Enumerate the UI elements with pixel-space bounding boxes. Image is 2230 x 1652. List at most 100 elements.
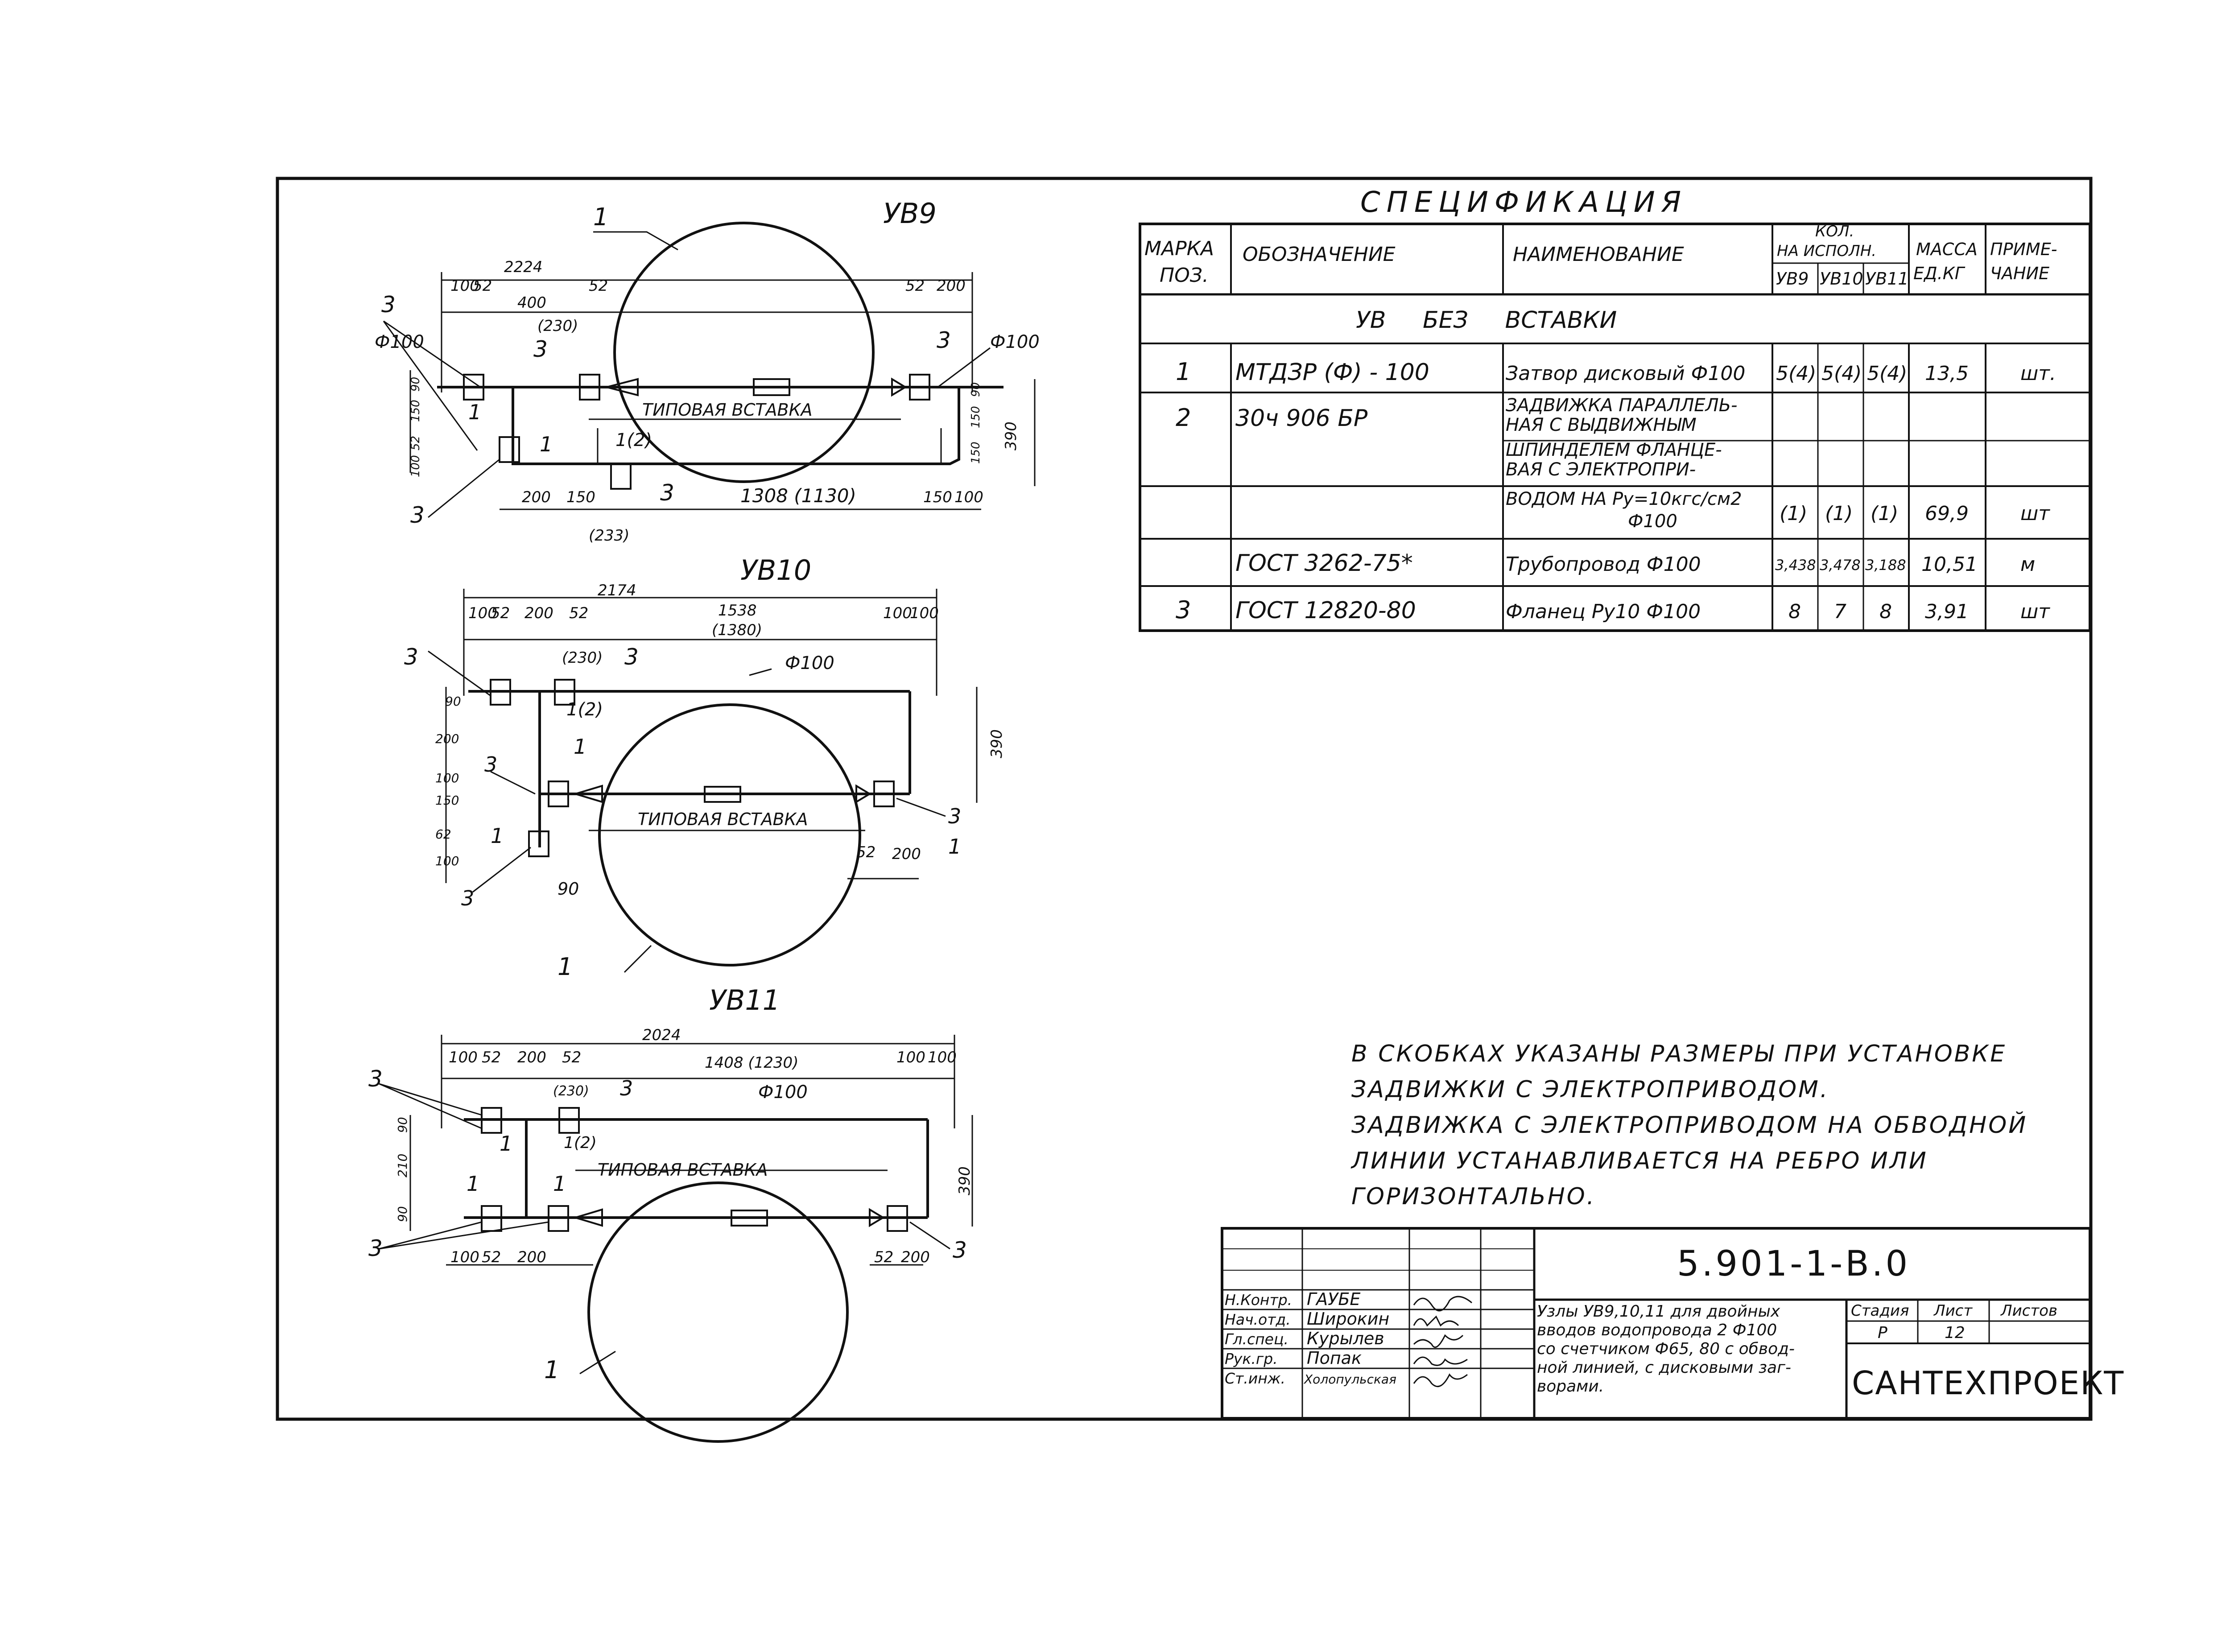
drawing-uv11: УВ11 2024 1408 (1230) 100 52 200 52 100 …	[368, 984, 974, 1443]
uv9-right-150b: 150	[969, 442, 983, 464]
row2-name-2: НАЯ С ВЫДВИЖНЫМ	[1506, 415, 1697, 435]
uv11-bottom-100: 100	[450, 1248, 479, 1266]
note-line-2: ЗАДВИЖКИ С ЭЛЕКТРОПРИВОДОМ.	[1351, 1076, 1829, 1103]
uv9-left-90: 90	[409, 377, 422, 392]
uv9-bottom-150: 150	[566, 488, 595, 506]
title-block: 5.901-1-В.0 Н.Контр. Нач.отд. Гл.спец. Р…	[1221, 1227, 2124, 1420]
uv11-title: УВ11	[709, 984, 780, 1016]
row-pipe-q1: 3,438	[1775, 557, 1816, 574]
signature-1	[1413, 1296, 1472, 1312]
uv11-marker-1-b: 1	[467, 1172, 479, 1196]
uv10-pipe: Ф100	[785, 653, 834, 673]
header-mark-2: ПОЗ.	[1160, 264, 1209, 287]
role-nkontr: Н.Контр.	[1225, 1291, 1292, 1309]
uv9-phi-right: Ф100	[990, 332, 1040, 352]
uv11-bottom-200: 200	[517, 1248, 546, 1266]
title-line-4: ной линией, с дисковыми заг-	[1537, 1359, 1791, 1377]
sheet-label: Лист	[1933, 1302, 1973, 1320]
row-pipe-designation: ГОСТ 3262-75*	[1235, 550, 1413, 577]
uv10-marker-3-e: 3	[948, 804, 961, 828]
row2-q1: (1)	[1780, 502, 1807, 525]
uv9-overall-dim: 2224	[504, 258, 543, 276]
uv10-left-100: 100	[435, 771, 459, 785]
uv9-left-52: 52	[409, 436, 422, 450]
signature-3	[1413, 1334, 1464, 1348]
uv9-height: 390	[1002, 421, 1020, 450]
uv11-dim-230: (230)	[553, 1083, 589, 1099]
row2-q2: (1)	[1825, 502, 1853, 525]
row1-designation: МТДЗР (Ф) - 100	[1235, 359, 1429, 386]
uv10-overall: 2174	[598, 582, 636, 599]
uv11-dim-100: 100	[449, 1049, 478, 1066]
row-pipe-q3: 3,188	[1865, 557, 1906, 574]
uv9-marker-3-e: 3	[660, 480, 674, 506]
row-pipe-q2: 3,478	[1820, 557, 1861, 574]
uv11-insert: ТИПОВАЯ ВСТАВКА	[598, 1160, 768, 1180]
uv10-meter-pit-circle	[598, 703, 861, 966]
uv9-bottom-150b: 150	[923, 488, 952, 506]
uv10-marker-1-2: 1(2)	[566, 699, 603, 720]
uv11-marker-3-b: 3	[620, 1076, 633, 1100]
uv9-insert-label: ТИПОВАЯ ВСТАВКА	[642, 400, 813, 420]
uv10-sub2: (1380)	[712, 621, 762, 639]
signature-2	[1413, 1315, 1459, 1327]
row3-note: шт	[2020, 600, 2050, 623]
uv10-marker-3-d: 3	[461, 886, 474, 910]
row3-q2: 7	[1834, 600, 1846, 623]
row2-designation: 30ч 906 БР	[1235, 405, 1368, 432]
header-note-2: ЧАНИЕ	[1990, 264, 2049, 283]
header-name: НАИМЕНОВАНИЕ	[1513, 243, 1684, 266]
uv11-overall: 2024	[642, 1026, 681, 1044]
role-glspec: Гл.спец.	[1225, 1330, 1288, 1348]
drawing-uv10: УВ10 2174 1538 (1380) 100 52 200 52 1	[404, 554, 1006, 981]
uv11-left-90: 90	[395, 1117, 410, 1133]
role-rukgr: Рук.гр.	[1225, 1350, 1278, 1367]
uv9-dim-52c: 52	[905, 277, 925, 295]
name-gaube: ГАУБЕ	[1307, 1289, 1360, 1309]
row2-mass: 69,9	[1925, 502, 1969, 525]
name-kurylev: Курылев	[1307, 1329, 1384, 1348]
row3-pos: 3	[1176, 596, 1191, 624]
organization-name: САНТЕХПРОЕКТ	[1852, 1364, 2124, 1402]
uv10-marker-1-d: 1	[948, 834, 961, 859]
uv9-bottom-100: 100	[954, 488, 983, 506]
header-mass-1: МАССА	[1916, 240, 1978, 259]
uv9-marker-3-b: 3	[533, 336, 548, 362]
row2-name-5: ВОДОМ НА Ру=10кгс/см2	[1506, 489, 1742, 509]
row2-name-1: ЗАДВИЖКА ПАРАЛЛЕЛЬ-	[1506, 395, 1738, 416]
uv11-meter-pit-circle	[587, 1181, 849, 1443]
spec-section: УВ БЕЗ ВСТАВКИ	[1356, 307, 1617, 334]
uv11-marker-3-c: 3	[368, 1235, 383, 1261]
uv9-marker-1-top: 1	[593, 203, 608, 231]
note-line-1: В СКОБКАХ УКАЗАНЫ РАЗМЕРЫ ПРИ УСТАНОВКЕ	[1351, 1041, 2007, 1067]
note-line-4: ЛИНИИ УСТАНАВЛИВАЕТСЯ НА РЕБРО ИЛИ	[1350, 1148, 1928, 1174]
uv9-marker-3-a: 3	[381, 292, 396, 318]
row1-q1: 5(4)	[1776, 362, 1816, 385]
uv10-bottom-200: 200	[892, 845, 921, 863]
uv9-bottom-1308: 1308 (1130)	[740, 485, 856, 507]
uv9-marker-1-b: 1	[540, 432, 553, 456]
header-mark-1: МАРКА	[1144, 237, 1214, 260]
row-pipe-note: м	[2020, 553, 2035, 576]
uv10-dim-52b: 52	[569, 604, 588, 622]
uv11-marker-1-a: 1	[500, 1132, 512, 1156]
header-qty-top: КОЛ.	[1815, 223, 1854, 240]
row3-mass: 3,91	[1925, 600, 1969, 623]
uv11-marker-1-d: 1	[544, 1356, 559, 1384]
name-kholopulskaya: Холопульская	[1303, 1372, 1396, 1387]
row2-pos: 2	[1176, 404, 1191, 432]
sheet-border	[276, 177, 2093, 1421]
sheet-value: 12	[1945, 1324, 1965, 1342]
uv11-bottom-52b: 52	[874, 1248, 893, 1266]
uv9-meter-pit-circle	[613, 222, 875, 483]
row2-note: шт	[2020, 502, 2050, 525]
name-popak: Попак	[1307, 1348, 1362, 1368]
uv11-dim-100c: 100	[928, 1049, 957, 1066]
row1-pos: 1	[1176, 358, 1191, 386]
uv9-dim-200: 200	[937, 277, 966, 295]
name-shirokin: Широкин	[1307, 1309, 1389, 1329]
uv10-title: УВ10	[740, 554, 811, 586]
row1-q2: 5(4)	[1821, 362, 1862, 385]
uv9-left-150: 150	[409, 400, 422, 422]
